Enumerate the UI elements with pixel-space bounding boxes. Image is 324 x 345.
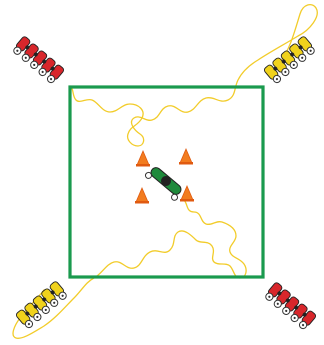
snake-robot-icon (263, 36, 315, 84)
snake-robot-icon (265, 282, 317, 330)
path-bottom-left-to-center (12, 199, 247, 339)
center-vehicle (144, 167, 182, 201)
traffic-cone-icon (179, 147, 193, 165)
boundary-square (68, 85, 265, 279)
traffic-cone-icon (180, 184, 194, 202)
snake-robot-icon (13, 36, 65, 84)
traffic-cone-icon (135, 186, 149, 204)
path-layer (12, 3, 318, 339)
snake-robot-icon (144, 167, 182, 201)
corner-vehicle-group (13, 36, 317, 330)
traffic-cone-icon (136, 149, 150, 167)
cone-group (135, 147, 194, 204)
snake-robot-icon (15, 281, 67, 329)
path-top-right-to-center (69, 3, 318, 147)
